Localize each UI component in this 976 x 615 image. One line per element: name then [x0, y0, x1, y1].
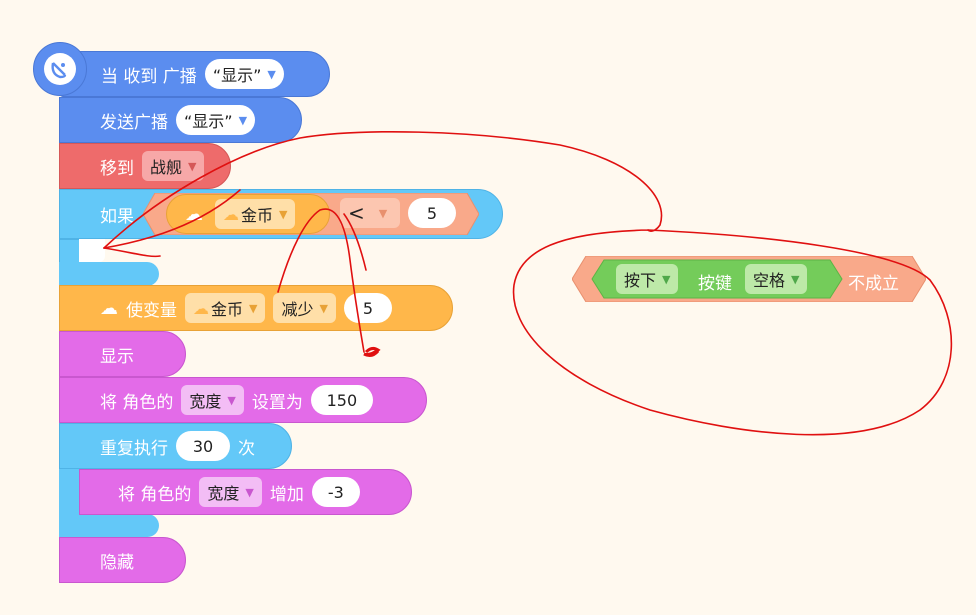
- repeat-block-footer: [59, 514, 159, 537]
- change-size-action-label: 增加: [269, 484, 304, 505]
- move-to-label: 移到: [100, 158, 134, 179]
- change-action-dropdown[interactable]: 减少▼: [273, 293, 336, 323]
- show-label: 显示: [100, 346, 134, 367]
- chevron-down-icon: ▼: [227, 393, 236, 407]
- change-variable-dropdown[interactable]: ☁金币▼: [185, 293, 266, 323]
- cloud-upload-icon: ☁: [100, 297, 118, 319]
- send-broadcast-block[interactable]: 发送广播 “显示”▼: [59, 97, 302, 143]
- show-block[interactable]: 显示: [59, 331, 186, 377]
- broadcast-receive-icon: [33, 42, 87, 96]
- key-select-dropdown[interactable]: 空格▼: [745, 264, 808, 294]
- hide-block[interactable]: 隐藏: [59, 537, 186, 583]
- chevron-down-icon: ▼: [267, 67, 276, 81]
- compare-operator-dropdown[interactable]: <▼: [340, 198, 400, 228]
- change-variable-block[interactable]: ☁ 使变量 ☁金币▼ 减少▼ 5: [59, 285, 453, 331]
- if-block-footer: [59, 262, 159, 286]
- chevron-down-icon: ▼: [188, 159, 197, 173]
- repeat-block[interactable]: 重复执行 30 次: [59, 423, 292, 469]
- not-true-label: 不成立: [848, 274, 899, 294]
- change-amount-input[interactable]: 5: [343, 293, 392, 323]
- repeat-label: 重复执行: [100, 438, 168, 459]
- cloud-variable-icon: ☁: [223, 204, 239, 224]
- move-to-block[interactable]: 移到 战舰▼: [59, 143, 231, 189]
- change-size-block[interactable]: 将 角色的 宽度▼ 增加 -3: [79, 469, 412, 515]
- key-action-dropdown[interactable]: 按下▼: [616, 264, 679, 294]
- move-target-dropdown[interactable]: 战舰▼: [142, 151, 205, 181]
- repeat-block-arm: [59, 469, 79, 515]
- set-size-action-label: 设置为: [251, 392, 303, 413]
- set-size-label: 将 角色的: [100, 392, 174, 413]
- set-size-block[interactable]: 将 角色的 宽度▼ 设置为 150: [59, 377, 427, 423]
- red-scribble-mark: [363, 346, 381, 357]
- chevron-down-icon: ▼: [245, 485, 254, 499]
- key-label: 按键: [698, 274, 732, 294]
- chevron-down-icon: ▼: [378, 206, 388, 220]
- set-size-property-dropdown[interactable]: 宽度▼: [181, 385, 244, 415]
- if-empty-slot[interactable]: [79, 239, 105, 262]
- chevron-down-icon: ▼: [249, 301, 258, 315]
- condition-variable-dropdown[interactable]: ☁金币▼: [215, 199, 296, 229]
- compare-value-input[interactable]: 5: [408, 198, 456, 228]
- change-size-value-input[interactable]: -3: [311, 477, 360, 507]
- if-label: 如果: [100, 206, 134, 227]
- chevron-down-icon: ▼: [279, 207, 288, 221]
- change-variable-label: 使变量: [126, 300, 177, 321]
- chevron-down-icon: ▼: [238, 113, 248, 127]
- set-size-value-input[interactable]: 150: [310, 385, 373, 415]
- event-block-label: 当 收到 广播: [101, 66, 197, 87]
- chevron-down-icon: ▼: [791, 272, 800, 286]
- send-broadcast-message-dropdown[interactable]: “显示”▼: [176, 105, 256, 135]
- repeat-unit-label: 次: [238, 438, 255, 459]
- repeat-times-input[interactable]: 30: [176, 431, 230, 461]
- change-size-label: 将 角色的: [118, 484, 192, 505]
- hide-label: 隐藏: [100, 552, 134, 573]
- change-size-property-dropdown[interactable]: 宽度▼: [199, 477, 262, 507]
- when-receive-broadcast-block[interactable]: 当 收到 广播 “显示”▼: [58, 51, 330, 97]
- send-broadcast-label: 发送广播: [100, 112, 168, 133]
- broadcast-message-dropdown[interactable]: “显示”▼: [204, 59, 284, 89]
- cloud-upload-icon: ☁: [185, 203, 203, 225]
- chevron-down-icon: ▼: [662, 272, 671, 286]
- cloud-variable-icon: ☁: [193, 298, 209, 318]
- chevron-down-icon: ▼: [319, 301, 328, 315]
- cloud-variable-reporter[interactable]: ☁ ☁金币▼: [166, 194, 330, 234]
